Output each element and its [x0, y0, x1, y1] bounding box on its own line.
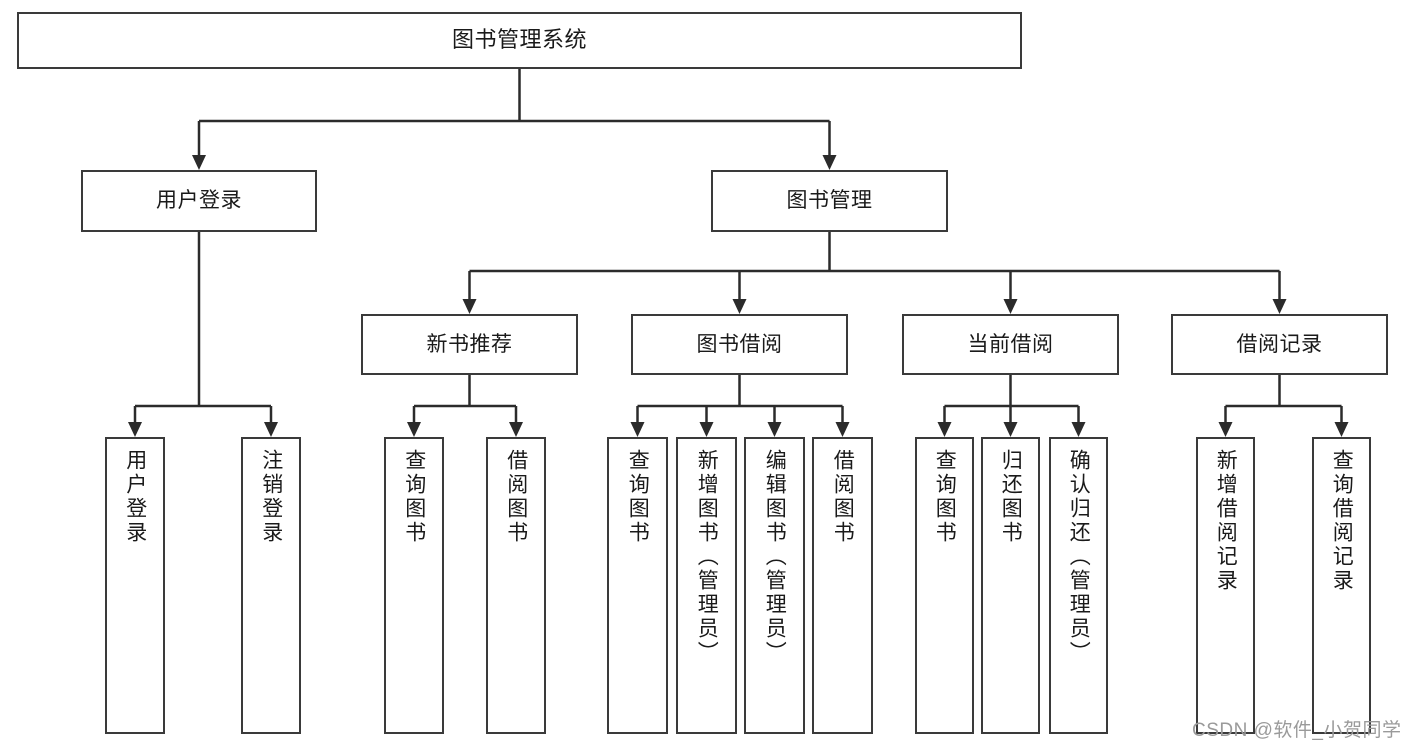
node-label: 查询图书	[933, 449, 957, 545]
connector-arrowhead	[1218, 422, 1233, 437]
connector-arrowhead	[1071, 422, 1086, 437]
connector-arrowhead	[1003, 299, 1018, 314]
node-l3-current[interactable]: 当前借阅	[902, 314, 1119, 375]
node-leaf-borrow-query[interactable]: 查询图书	[607, 437, 668, 734]
node-l3-borrow[interactable]: 图书借阅	[631, 314, 848, 375]
connector-arrowhead	[835, 422, 850, 437]
connector-arrowhead	[937, 422, 952, 437]
node-leaf-rec-query[interactable]: 查询借阅记录	[1312, 437, 1371, 734]
connector-arrowhead	[1003, 422, 1018, 437]
node-leaf-user-logout[interactable]: 注销登录	[241, 437, 301, 734]
connector-arrowhead	[192, 155, 206, 170]
node-leaf-new-borrow[interactable]: 借阅图书	[486, 437, 546, 734]
connector-arrowhead	[1272, 299, 1287, 314]
node-leaf-borrow-lend[interactable]: 借阅图书	[812, 437, 873, 734]
connector-arrowhead	[462, 299, 477, 314]
node-leaf-borrow-add[interactable]: 新增图书（管理员）	[676, 437, 737, 734]
node-l3-new[interactable]: 新书推荐	[361, 314, 578, 375]
node-label: 确认归还（管理员）	[1067, 449, 1091, 665]
node-l2-book[interactable]: 图书管理	[711, 170, 948, 232]
node-label: 注销登录	[259, 449, 283, 545]
connector-arrowhead	[407, 422, 421, 437]
node-label: 借阅记录	[1236, 332, 1323, 356]
node-label: 新书推荐	[426, 332, 513, 356]
node-label: 借阅图书	[504, 449, 528, 545]
node-root[interactable]: 图书管理系统	[17, 12, 1022, 69]
connector-arrowhead	[822, 155, 837, 170]
node-leaf-new-query[interactable]: 查询图书	[384, 437, 444, 734]
connector-arrowhead	[699, 422, 714, 437]
node-l2-user[interactable]: 用户登录	[81, 170, 317, 232]
node-l3-record[interactable]: 借阅记录	[1171, 314, 1388, 375]
node-label: 查询借阅记录	[1330, 449, 1354, 593]
csdn-watermark: CSDN @软件_小贺同学	[1192, 720, 1402, 741]
node-label: 用户登录	[123, 449, 147, 545]
node-label: 当前借阅	[967, 332, 1054, 356]
node-leaf-cur-query[interactable]: 查询图书	[915, 437, 974, 734]
connector-arrowhead	[509, 422, 523, 437]
node-label: 归还图书	[999, 449, 1023, 545]
node-label: 用户登录	[156, 189, 242, 213]
node-label: 图书借阅	[696, 332, 783, 356]
node-leaf-cur-return[interactable]: 归还图书	[981, 437, 1040, 734]
connector-arrowhead	[1334, 422, 1349, 437]
connector-arrowhead	[767, 422, 782, 437]
node-leaf-borrow-edit[interactable]: 编辑图书（管理员）	[744, 437, 805, 734]
connector-arrowhead	[630, 422, 645, 437]
node-label: 新增借阅记录	[1214, 449, 1238, 593]
node-label: 查询图书	[626, 449, 650, 545]
connector-arrowhead	[264, 422, 278, 437]
node-label: 新增图书（管理员）	[695, 449, 719, 665]
node-label: 编辑图书（管理员）	[763, 449, 787, 665]
node-label: 查询图书	[402, 449, 426, 545]
connector-arrowhead	[732, 299, 747, 314]
node-leaf-rec-add[interactable]: 新增借阅记录	[1196, 437, 1255, 734]
node-label: 图书管理系统	[451, 27, 587, 53]
connector-arrowhead	[128, 422, 142, 437]
node-label: 图书管理	[786, 189, 873, 213]
node-leaf-user-login[interactable]: 用户登录	[105, 437, 165, 734]
node-label: 借阅图书	[831, 449, 855, 545]
node-leaf-cur-confirm[interactable]: 确认归还（管理员）	[1049, 437, 1108, 734]
